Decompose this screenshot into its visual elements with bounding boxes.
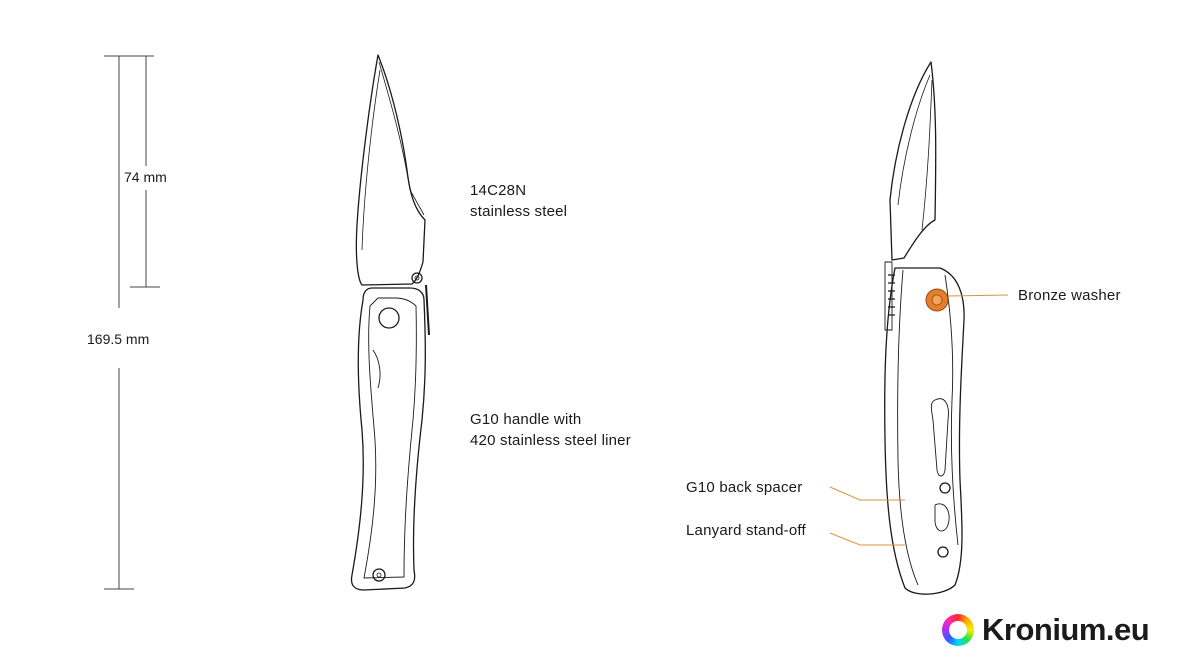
back-spacer-label: G10 back spacer xyxy=(686,479,803,496)
lanyard-label: Lanyard stand-off xyxy=(686,522,806,539)
brand-logo: Kronium.eu xyxy=(942,610,1150,650)
clip-slot xyxy=(930,398,949,477)
washer-label: Bronze washer xyxy=(1018,287,1121,304)
blade-outline xyxy=(355,54,426,286)
brand-name: Kronium.eu xyxy=(982,612,1150,647)
leader-lines xyxy=(829,294,1009,546)
knife-side-view xyxy=(350,54,430,591)
thumb-hole xyxy=(378,307,400,329)
blade-material-label: 14C28N stainless steel xyxy=(470,182,568,220)
handle-material-label: G10 handle with 420 stainless steel line… xyxy=(470,411,631,449)
handle-back xyxy=(884,267,965,595)
blade-back xyxy=(889,61,937,261)
handle-outline xyxy=(350,287,426,591)
rainbow-ring-icon xyxy=(942,614,974,646)
lanyard-screw xyxy=(372,568,386,582)
blade-length-label: 74 mm xyxy=(124,168,167,186)
bronze-washer-icon xyxy=(925,288,949,312)
pivot-screw xyxy=(411,272,423,284)
knife-back-view xyxy=(884,61,965,595)
overall-length-label: 169.5 mm xyxy=(87,330,150,348)
dimension-lines xyxy=(104,55,160,590)
